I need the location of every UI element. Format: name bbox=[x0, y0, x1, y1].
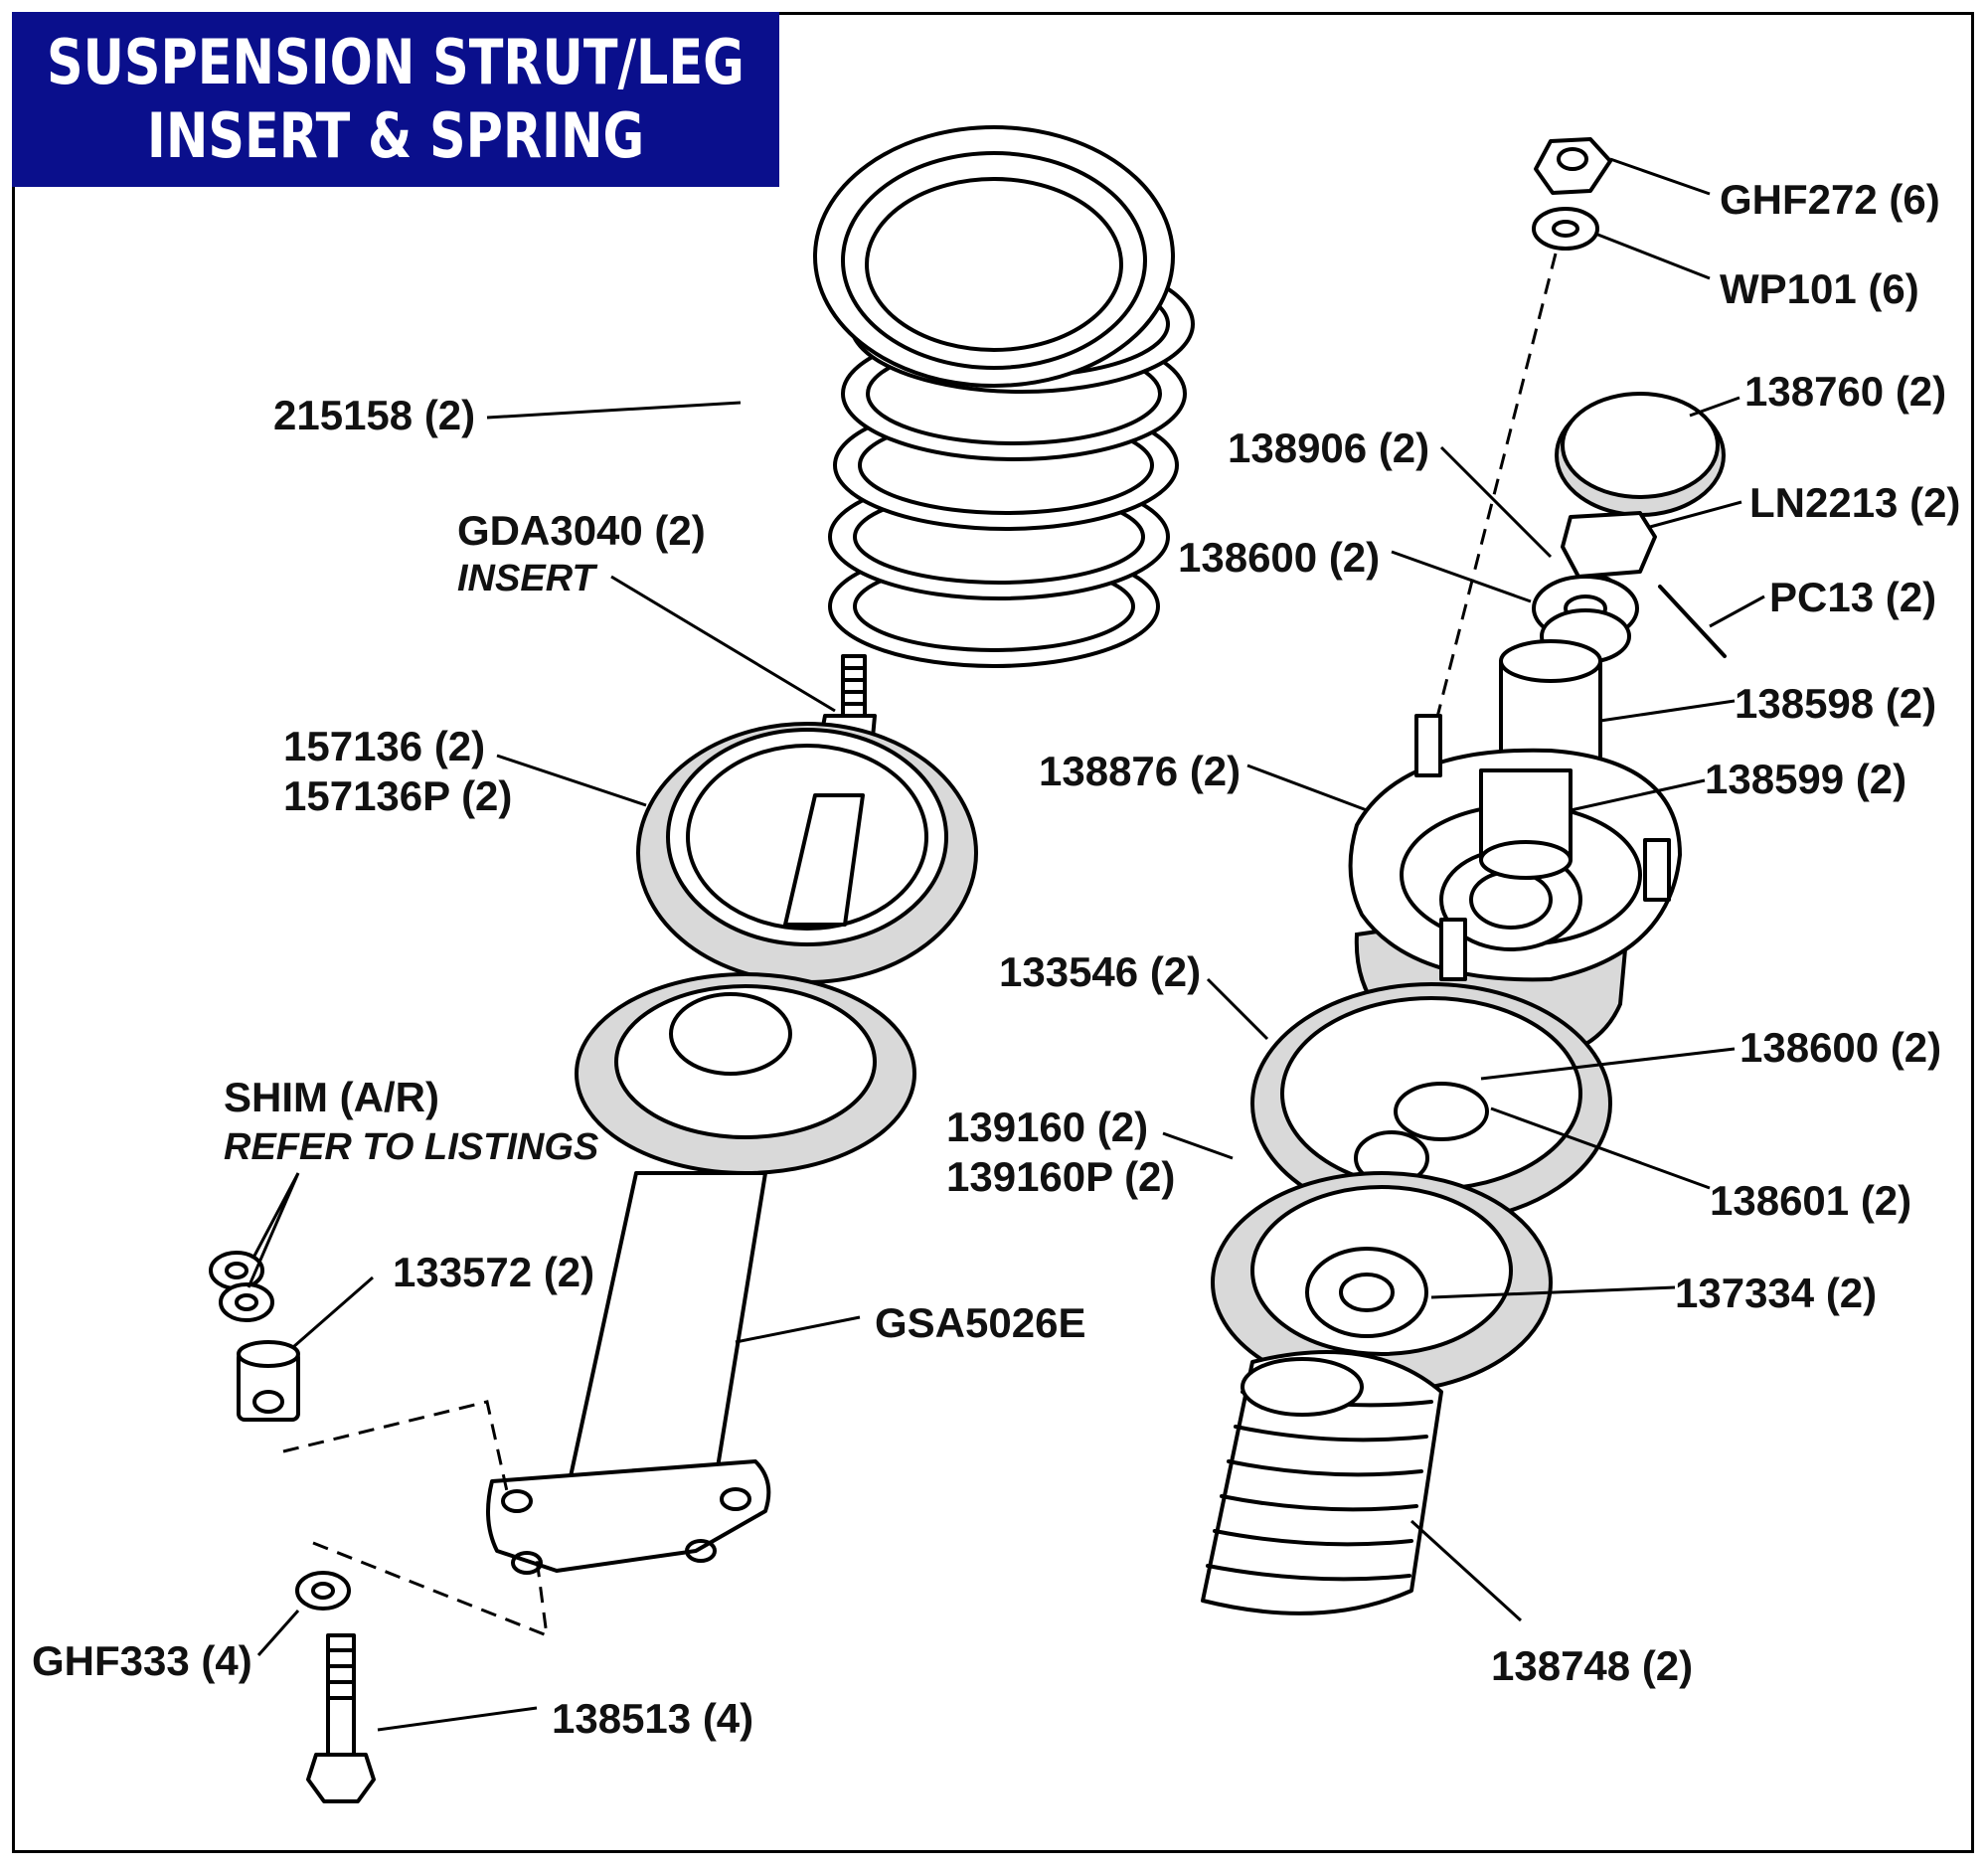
assembly-line-bolt bbox=[312, 1541, 549, 1638]
bolt-138513 bbox=[306, 1633, 376, 1803]
leader-138600b bbox=[1480, 1047, 1736, 1081]
label-wp101: WP101 (6) bbox=[1720, 265, 1919, 312]
spring-seat-157136 bbox=[636, 722, 978, 984]
label-138600b: 138600 (2) bbox=[1740, 1024, 1941, 1071]
label-ghf272: GHF272 (6) bbox=[1720, 176, 1940, 223]
leader-157136 bbox=[496, 754, 647, 807]
label-ghf333: GHF333 (4) bbox=[32, 1637, 252, 1684]
label-139160: 139160 (2) bbox=[946, 1104, 1148, 1150]
strut-body-gsa5026e bbox=[486, 972, 916, 1575]
leader-138599 bbox=[1570, 778, 1706, 812]
leader-133546 bbox=[1206, 977, 1269, 1041]
assembly-line-spacer bbox=[282, 1400, 509, 1492]
split-pin-pc13 bbox=[1658, 585, 1727, 658]
label-138601: 138601 (2) bbox=[1710, 1177, 1911, 1224]
label-138906: 138906 (2) bbox=[1228, 425, 1429, 471]
label-gsa5026e: GSA5026E bbox=[875, 1299, 1085, 1346]
leader-138600a bbox=[1391, 550, 1532, 603]
spring-seat-133546 bbox=[1250, 982, 1612, 1225]
leader-138906 bbox=[1439, 445, 1553, 559]
label-refer: REFER TO LISTINGS bbox=[224, 1126, 598, 1168]
leader-wp101 bbox=[1594, 232, 1711, 280]
label-138598: 138598 (2) bbox=[1735, 680, 1936, 727]
label-133546: 133546 (2) bbox=[999, 948, 1201, 995]
label-133572: 133572 (2) bbox=[393, 1249, 594, 1295]
label-215158: 215158 (2) bbox=[273, 392, 475, 438]
title-banner: SUSPENSION STRUT/LEG INSERT & SPRING bbox=[12, 12, 779, 187]
leader-137334 bbox=[1430, 1285, 1676, 1299]
leader-shim bbox=[247, 1172, 300, 1288]
bearing-137334 bbox=[1305, 1247, 1428, 1338]
label-insert: INSERT bbox=[457, 558, 597, 599]
leader-133572 bbox=[292, 1275, 374, 1349]
washer-ghf333 bbox=[295, 1571, 351, 1611]
sleeve-138599 bbox=[1479, 768, 1573, 880]
label-138600a: 138600 (2) bbox=[1178, 534, 1380, 581]
leader-138760 bbox=[1689, 396, 1740, 418]
label-137334: 137334 (2) bbox=[1675, 1270, 1877, 1316]
leader-gda3040 bbox=[610, 575, 836, 713]
leader-138598 bbox=[1599, 699, 1736, 723]
label-157136p: 157136P (2) bbox=[283, 772, 512, 819]
label-138599: 138599 (2) bbox=[1705, 756, 1906, 802]
label-157136: 157136 (2) bbox=[283, 723, 485, 769]
leader-138748 bbox=[1409, 1519, 1523, 1622]
label-138513: 138513 (4) bbox=[552, 1695, 753, 1742]
washer-wp101 bbox=[1532, 207, 1599, 251]
leader-ln2213 bbox=[1649, 500, 1742, 529]
assembly-line-stud bbox=[1434, 253, 1558, 722]
leader-pc13 bbox=[1709, 595, 1765, 628]
shims bbox=[209, 1251, 274, 1322]
title-line-2: INSERT & SPRING bbox=[146, 99, 645, 172]
nut-ghf272 bbox=[1534, 137, 1612, 195]
leader-138876 bbox=[1246, 764, 1368, 812]
label-138876: 138876 (2) bbox=[1039, 748, 1241, 794]
label-pc13: PC13 (2) bbox=[1769, 574, 1936, 620]
leader-139160 bbox=[1162, 1131, 1234, 1160]
gaiter-138748 bbox=[1201, 1350, 1443, 1615]
title-line-1: SUSPENSION STRUT/LEG bbox=[47, 26, 745, 98]
leader-138513 bbox=[377, 1706, 538, 1732]
leader-215158 bbox=[486, 401, 742, 420]
leader-ghf333 bbox=[256, 1610, 300, 1656]
label-138748: 138748 (2) bbox=[1491, 1642, 1693, 1689]
leader-gsa5026e bbox=[735, 1315, 861, 1344]
coil-spring-215158 bbox=[813, 125, 1195, 668]
leader-ghf272 bbox=[1609, 157, 1711, 196]
label-ln2213: LN2213 (2) bbox=[1749, 479, 1960, 526]
leader-138601 bbox=[1490, 1106, 1711, 1190]
cap-138760 bbox=[1555, 392, 1726, 517]
spacer-133572 bbox=[237, 1340, 300, 1422]
label-139160p: 139160P (2) bbox=[946, 1153, 1175, 1200]
label-138760: 138760 (2) bbox=[1744, 368, 1946, 415]
label-gda3040: GDA3040 (2) bbox=[457, 507, 706, 554]
label-shim: SHIM (A/R) bbox=[224, 1074, 439, 1120]
